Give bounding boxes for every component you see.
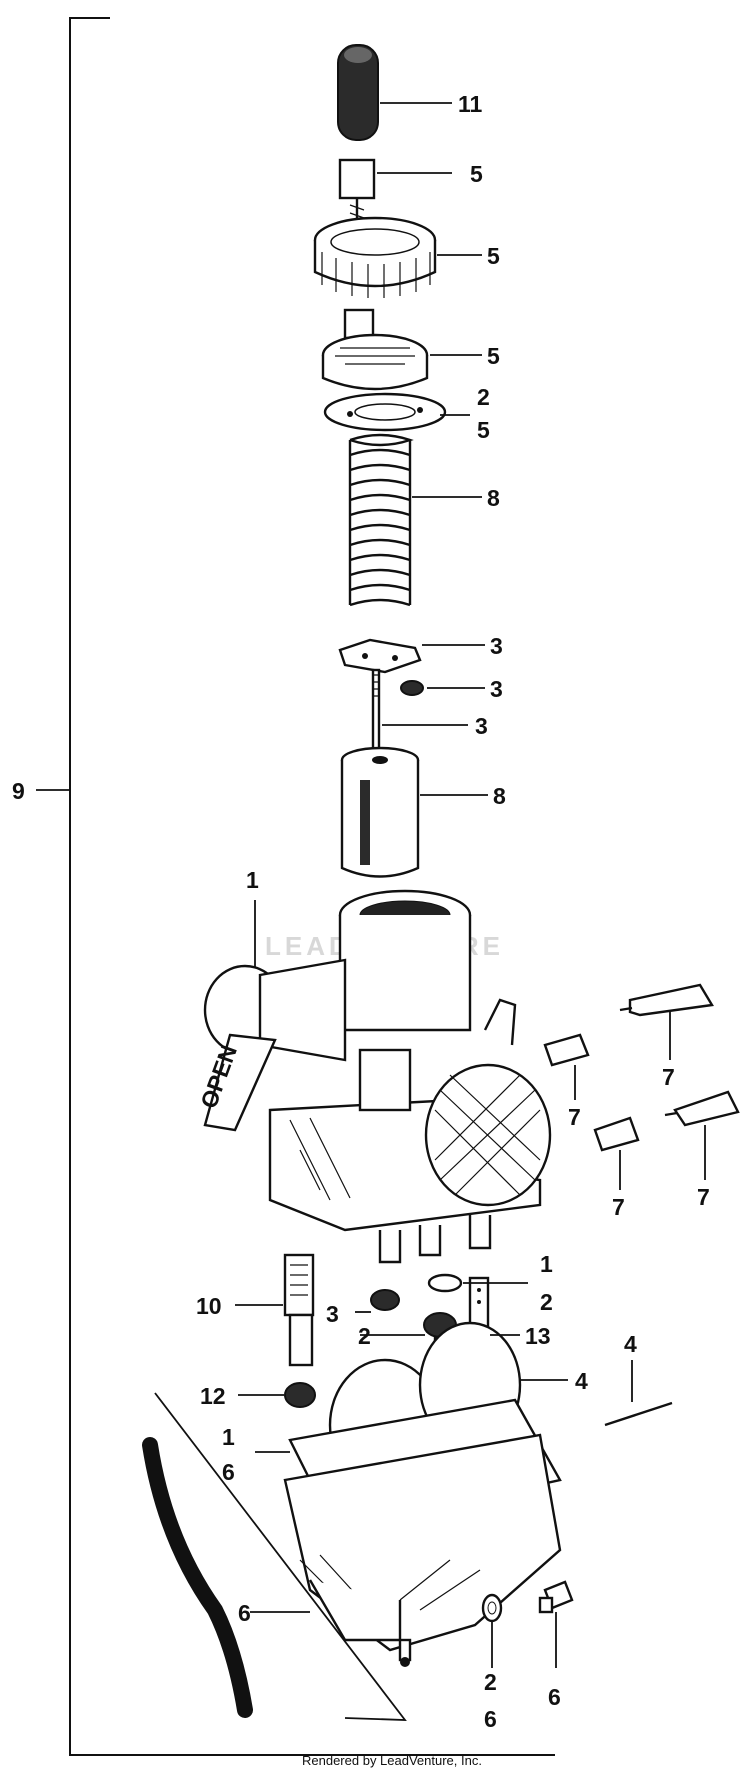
callout-11: 11 bbox=[458, 91, 483, 117]
air-filter-mesh bbox=[424, 1063, 552, 1207]
callout-3: 3 bbox=[490, 676, 503, 702]
carburetor-body: OPEN bbox=[195, 889, 552, 1264]
callout-1-over-2: 1 bbox=[540, 1251, 553, 1277]
needle-clip bbox=[400, 680, 424, 696]
throttle-valve bbox=[340, 746, 420, 878]
callout-6: 6 bbox=[548, 1684, 561, 1710]
callout-7: 7 bbox=[697, 1184, 710, 1210]
callout-3: 3 bbox=[326, 1301, 339, 1327]
mixing-chamber-top bbox=[321, 308, 429, 391]
callout-9: 9 bbox=[12, 778, 25, 804]
callout-2-over-6: 2 bbox=[484, 1669, 497, 1695]
callout-3: 3 bbox=[490, 633, 503, 659]
pilot-screw-spring-upper bbox=[543, 1033, 590, 1067]
callout-6: 6 bbox=[238, 1600, 251, 1626]
pilot-screw-upper bbox=[619, 983, 714, 1017]
callout-numbers: 11 5 5 5 2 5 8 3 3 3 8 9 1 7 7 7 7 1 2 1… bbox=[12, 91, 710, 1732]
callout-8: 8 bbox=[487, 485, 500, 511]
callout-1-over-2: 2 bbox=[540, 1289, 553, 1315]
callout-3: 3 bbox=[475, 713, 488, 739]
leader-lines bbox=[154, 102, 706, 1721]
callout-1: 1 bbox=[246, 867, 259, 893]
cap-cover bbox=[337, 44, 379, 141]
callout-12: 12 bbox=[200, 1383, 226, 1409]
callout-2: 2 bbox=[358, 1323, 371, 1349]
callout-4: 4 bbox=[575, 1368, 588, 1394]
top-ring-nut bbox=[313, 216, 437, 298]
callout-2-over-5: 2 bbox=[477, 384, 490, 410]
pilot-screw-lower bbox=[664, 1090, 740, 1127]
overflow-tube bbox=[142, 1437, 253, 1718]
pilot-screw-spring-lower bbox=[593, 1116, 640, 1152]
callout-2-over-5: 5 bbox=[477, 417, 490, 443]
callout-10: 10 bbox=[196, 1293, 222, 1319]
callout-1-over-6: 1 bbox=[222, 1424, 235, 1450]
callout-4: 4 bbox=[624, 1331, 637, 1357]
needle-jet bbox=[283, 1253, 315, 1367]
callout-8: 8 bbox=[493, 783, 506, 809]
assembly-bracket bbox=[36, 17, 555, 1756]
throttle-spring bbox=[348, 433, 414, 607]
drain-plug bbox=[538, 1580, 574, 1614]
callout-7: 7 bbox=[612, 1194, 625, 1220]
callout-2-over-6: 6 bbox=[484, 1706, 497, 1732]
top-gasket bbox=[323, 392, 447, 432]
callout-5: 5 bbox=[487, 343, 500, 369]
drain-plug-washer bbox=[481, 1593, 503, 1623]
slow-jet bbox=[284, 1382, 316, 1408]
needle-clip-plate bbox=[338, 638, 422, 674]
callout-7: 7 bbox=[568, 1104, 581, 1130]
callout-13: 13 bbox=[525, 1323, 551, 1349]
washer bbox=[427, 1273, 463, 1293]
callout-7: 7 bbox=[662, 1064, 675, 1090]
footer-credit: Rendered by LeadVenture, Inc. bbox=[302, 1753, 482, 1768]
float-pin bbox=[604, 1401, 673, 1427]
adjuster-screw bbox=[338, 158, 376, 232]
main-jet bbox=[370, 1289, 400, 1311]
callout-5: 5 bbox=[470, 161, 483, 187]
callout-5: 5 bbox=[487, 243, 500, 269]
callout-1-over-6: 6 bbox=[222, 1459, 235, 1485]
